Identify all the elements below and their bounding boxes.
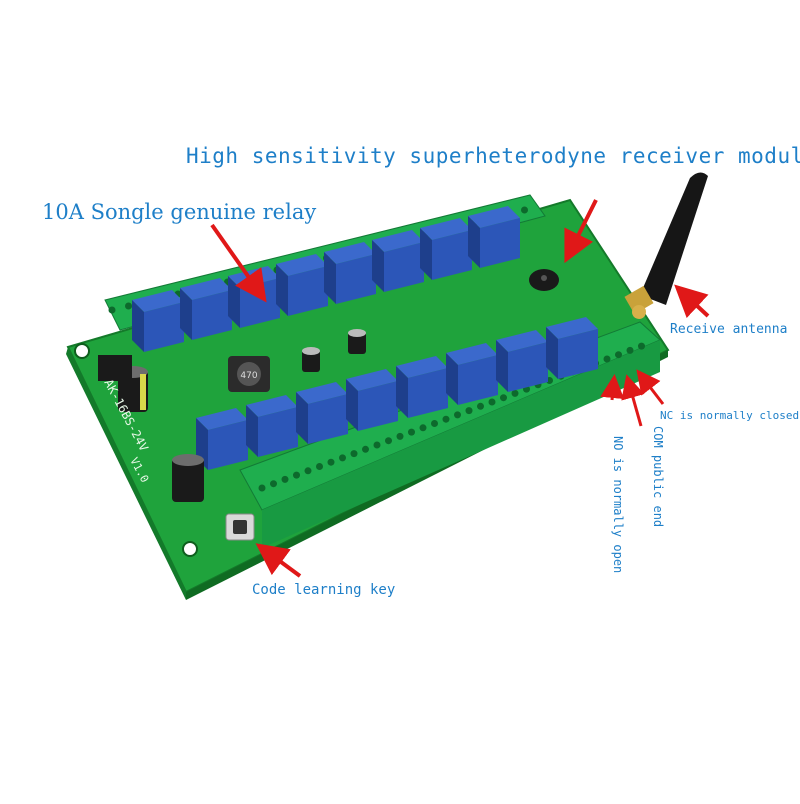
arrow-com [621, 374, 645, 427]
terminal-screw [373, 441, 381, 449]
terminal-screw [477, 402, 484, 410]
terminal-screw [638, 342, 645, 350]
relay [468, 206, 520, 268]
relay [420, 218, 472, 280]
arrow-receiver [564, 199, 598, 264]
relay-row-back [132, 206, 520, 352]
com-label: COM public end [651, 426, 665, 528]
terminal-screw [500, 394, 507, 402]
terminal-screw [293, 471, 300, 479]
power-inductor: 470 [228, 356, 270, 392]
terminal-screw [258, 484, 266, 492]
terminal-screw [419, 424, 427, 432]
terminal-screw [465, 407, 473, 415]
arrow-no [600, 374, 625, 401]
terminal-screw [125, 302, 132, 310]
no-label: NO is normally open [611, 436, 625, 574]
relay [446, 343, 498, 405]
receiver-module-label: High sensitivity superheterodyne receive… [186, 144, 800, 168]
terminal-screw [454, 411, 461, 419]
code-learning-button[interactable] [225, 513, 255, 541]
relay [228, 266, 280, 328]
relay [324, 242, 376, 304]
relay [180, 278, 232, 340]
arrow-antenna [674, 284, 710, 319]
relay [396, 356, 448, 418]
nc-label: NC is normally closed [660, 409, 800, 422]
terminal-screw [521, 206, 528, 214]
terminal-screw [396, 432, 404, 440]
relay [372, 230, 424, 292]
antenna [624, 172, 708, 319]
terminal-screw [626, 346, 634, 354]
relay [496, 330, 548, 392]
arrow-nc [636, 369, 665, 405]
terminal-screw [488, 398, 496, 406]
arrow-relay [210, 223, 267, 303]
relay [246, 395, 298, 457]
arrow-learning-key [255, 543, 302, 578]
terminal-strip-front-side [262, 340, 660, 548]
terminal-screw [304, 467, 312, 475]
terminal-screw [362, 445, 369, 453]
terminal-screw [339, 454, 346, 462]
capacitor [348, 329, 366, 354]
terminal-screw [108, 306, 116, 314]
antenna-label: Receive antenna [670, 322, 788, 337]
terminal-screw [327, 458, 335, 466]
relay [276, 254, 328, 316]
relay [296, 382, 348, 444]
relay [132, 290, 184, 352]
terminal-screw [408, 428, 415, 436]
pcb-edge [66, 347, 186, 600]
terminal-screw [615, 351, 622, 359]
terminal-screw [281, 475, 289, 483]
terminal-screw [431, 420, 438, 427]
capacitor [172, 454, 204, 502]
terminal-screw [442, 415, 450, 423]
mounting-hole [182, 541, 198, 557]
terminal-screw [385, 437, 392, 445]
relay [346, 369, 398, 431]
relay [546, 317, 598, 379]
terminal-screw [350, 450, 358, 458]
terminal-screw [316, 463, 323, 470]
inductor-code: 470 [240, 371, 257, 381]
terminal-screw [511, 389, 519, 397]
buzzer [529, 269, 559, 291]
callout-arrows [210, 199, 710, 578]
relay-row-front [196, 317, 598, 470]
mounting-hole [74, 343, 90, 359]
terminal-screw [603, 355, 611, 363]
capacitor [302, 347, 320, 372]
relay-label: 10A Songle genuine relay [42, 200, 317, 224]
terminal-screw [270, 480, 277, 488]
power-jack [98, 355, 132, 381]
learning-key-label: Code learning key [252, 582, 396, 598]
